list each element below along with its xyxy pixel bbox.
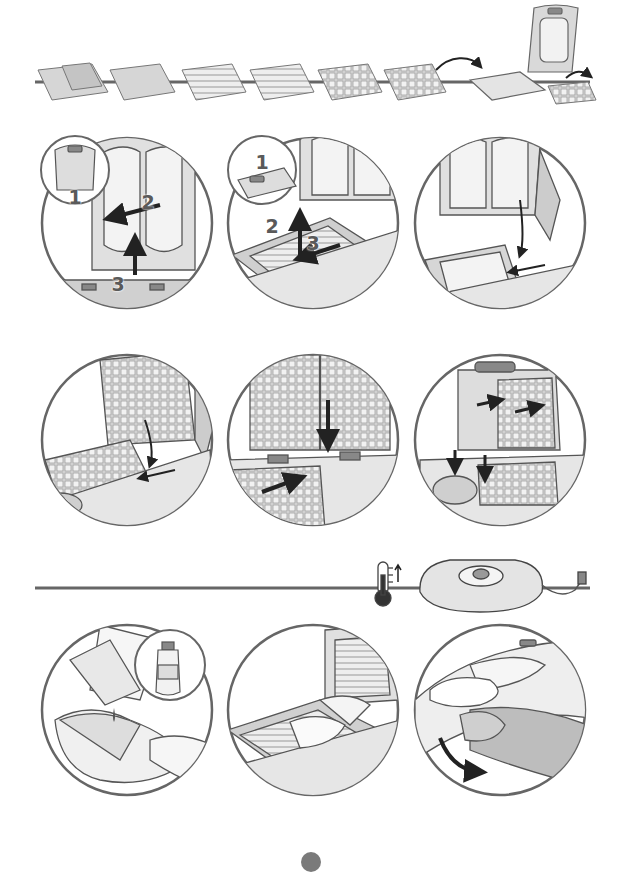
callout-number: 2 [141, 191, 154, 213]
callout-number: 3 [111, 273, 124, 295]
callout-number: 1 [255, 151, 268, 173]
callout-number: 2 [265, 215, 278, 237]
callout-number: 1 [68, 186, 81, 208]
callout-number: 3 [306, 232, 319, 254]
